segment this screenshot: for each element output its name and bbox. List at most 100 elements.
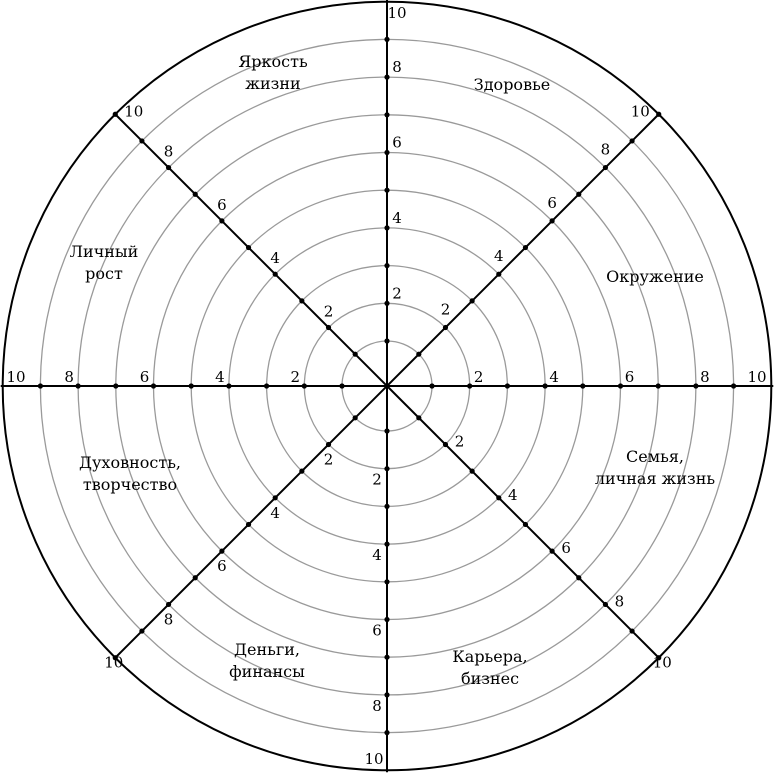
tick-label: 10 bbox=[387, 4, 406, 22]
tick-dot bbox=[384, 466, 390, 472]
tick-label: 6 bbox=[140, 368, 150, 386]
tick-dot bbox=[219, 218, 225, 224]
tick-dot bbox=[112, 111, 118, 117]
tick-dot bbox=[496, 271, 502, 277]
tick-dot bbox=[384, 503, 390, 509]
tick-label: 2 bbox=[324, 303, 334, 321]
tick-dot bbox=[245, 521, 252, 528]
tick-dot bbox=[576, 575, 582, 581]
tick-label: 4 bbox=[508, 486, 518, 504]
axis-3 bbox=[386, 385, 660, 659]
tick-dot bbox=[384, 616, 390, 623]
tick-label: 4 bbox=[392, 209, 402, 227]
tick-label: 2 bbox=[474, 368, 484, 386]
tick-dot bbox=[139, 628, 145, 634]
tick-dot bbox=[112, 655, 118, 661]
tick-dot bbox=[245, 244, 252, 251]
tick-label: 4 bbox=[549, 368, 559, 386]
tick-dot bbox=[384, 692, 390, 698]
tick-label: 4 bbox=[215, 368, 225, 386]
tick-dot bbox=[384, 74, 390, 80]
tick-dot bbox=[442, 324, 449, 331]
tick-label: 4 bbox=[270, 249, 280, 267]
tick-dot bbox=[384, 263, 390, 269]
tick-dot bbox=[113, 383, 119, 389]
tick-label: 6 bbox=[217, 196, 227, 214]
tick-dot bbox=[416, 415, 422, 421]
tick-label: 10 bbox=[6, 368, 25, 386]
tick-dot bbox=[272, 495, 278, 501]
tick-dot bbox=[542, 383, 548, 389]
tick-dot bbox=[75, 383, 81, 389]
tick-dot bbox=[384, 149, 390, 156]
axis-1 bbox=[386, 113, 660, 387]
tick-dot bbox=[580, 383, 586, 389]
tick-label: 2 bbox=[324, 450, 334, 468]
tick-label: 6 bbox=[561, 539, 571, 557]
tick-dot bbox=[504, 383, 510, 389]
tick-label: 2 bbox=[291, 368, 301, 386]
axis-7 bbox=[114, 113, 388, 387]
tick-label: 10 bbox=[364, 750, 383, 768]
tick-dot bbox=[629, 628, 635, 634]
tick-label: 10 bbox=[104, 653, 123, 671]
tick-dot bbox=[384, 541, 390, 547]
tick-dot bbox=[656, 111, 662, 117]
sector-label: Духовность,творчество bbox=[79, 453, 181, 494]
tick-label: 8 bbox=[164, 610, 174, 628]
tick-dot bbox=[226, 383, 232, 389]
tick-dot bbox=[301, 383, 307, 389]
tick-dot bbox=[693, 383, 699, 389]
tick-dot bbox=[469, 298, 475, 304]
tick-label: 8 bbox=[615, 592, 625, 610]
tick-dot bbox=[602, 601, 609, 608]
tick-label: 2 bbox=[392, 284, 402, 302]
tick-dot bbox=[384, 579, 390, 585]
tick-label: 8 bbox=[601, 141, 611, 159]
tick-label: 10 bbox=[653, 653, 672, 671]
tick-dot bbox=[442, 441, 449, 448]
tick-dot bbox=[272, 271, 278, 277]
tick-dot bbox=[576, 191, 582, 197]
tick-dot bbox=[384, 338, 390, 344]
tick-dot bbox=[384, 730, 390, 736]
sector-label: Деньги,финансы bbox=[229, 640, 305, 681]
tick-dot bbox=[352, 351, 358, 357]
tick-dot bbox=[522, 244, 529, 251]
sector-label: Окружение bbox=[606, 267, 704, 286]
tick-dot bbox=[264, 383, 270, 389]
tick-dot bbox=[139, 138, 145, 144]
axis-5 bbox=[114, 385, 388, 659]
tick-label: 8 bbox=[700, 368, 710, 386]
tick-label: 10 bbox=[631, 103, 650, 121]
tick-dot bbox=[188, 383, 194, 389]
tick-label: 8 bbox=[64, 368, 74, 386]
tick-dot bbox=[352, 415, 358, 421]
tick-label: 2 bbox=[441, 301, 451, 319]
tick-label: 6 bbox=[392, 134, 402, 152]
tick-label: 2 bbox=[372, 471, 382, 489]
tick-dot bbox=[165, 164, 172, 171]
tick-dot bbox=[429, 383, 435, 389]
tick-label: 10 bbox=[124, 103, 143, 121]
tick-dot bbox=[37, 383, 44, 389]
tick-dot bbox=[384, 428, 390, 434]
tick-label: 8 bbox=[392, 58, 402, 76]
tick-label: 6 bbox=[625, 368, 635, 386]
tick-dot bbox=[384, 654, 390, 660]
tick-dot bbox=[384, 300, 390, 306]
tick-dot bbox=[299, 298, 305, 304]
tick-dot bbox=[384, 36, 390, 43]
tick-label: 8 bbox=[164, 143, 174, 161]
tick-dot bbox=[299, 468, 305, 474]
tick-label: 2 bbox=[455, 432, 465, 450]
tick-dot bbox=[416, 351, 422, 357]
tick-label: 6 bbox=[547, 194, 557, 212]
tick-dot bbox=[549, 548, 555, 554]
tick-label: 4 bbox=[372, 546, 382, 564]
tick-dot bbox=[192, 191, 198, 197]
tick-dot bbox=[602, 164, 609, 171]
sector-label: Здоровье bbox=[474, 75, 551, 94]
